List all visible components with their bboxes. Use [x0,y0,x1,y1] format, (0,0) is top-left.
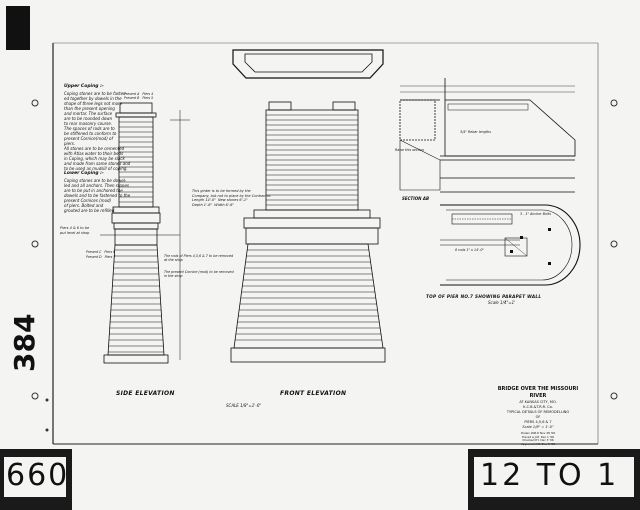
sign-row: Drawn W.B.P. Nov 28 '06 [520,431,556,435]
sign-row: Checked P.Y. Dec 3 '06 [522,438,554,443]
note-dim-label-4: Present D Piers 7 [86,255,116,259]
film-corner-top-left [6,6,30,50]
title-line-1: BRIDGE OVER THE MISSOURI RIVER [497,386,579,399]
note-dim-label-1: Present A Piers 4 [124,92,154,96]
title-line-3: K.C.B.&T.R.R. Co. [523,405,553,409]
note-middle: The rods of Piers 4,5,6 & 7 to be remove… [164,254,234,263]
film-label-left: 660 [6,458,70,493]
title-line-4: TYPICAL DETAILS OF REMODELLING [506,410,570,414]
title-line-2: AT KANSAS CITY, MO. [519,400,557,404]
note-girder: This girder is to be formed by the Compa… [192,189,272,207]
note-plan-4: Raise this section [395,148,424,152]
film-label-right: 12 TO 1 [480,458,620,493]
title-sign-rows: Drawn W.B.P. Nov 28 '06 Traced A.J.M. De… [492,431,584,446]
note-plan-2: 3 - 1" Anchor Bolts [520,212,551,216]
caption-top-plan: TOP OF PIER NO.7 SHOWING PARAPET WALL [426,294,542,299]
note-dim-label-2: Present B Piers 5 [124,96,154,100]
title-line-7: Scale 1/8" = 1'-0" [522,425,554,429]
note-upper-coping-body: Coping stones are to be fasten- ed toget… [64,91,131,171]
sign-row: Traced A.J.M. Dec 1 '06 [521,434,555,439]
title-line-6: PIERS 4,5,6 & 7 [524,420,552,424]
note-plan-3: 8 rods 1" x 14'-0" [455,248,484,252]
caption-top-plan-scale: Scale 1/4"=1' [488,300,516,305]
caption-section-ab: SECTION AB [402,196,430,201]
note-upper-coping-heading: Upper Coping :- [64,84,104,89]
title-line-5: OF [535,415,541,419]
note-lower-coping-body: Coping stones are to be dowel- led and a… [64,178,131,213]
note-dim-label-3: Present C Piers 6 [86,250,116,254]
caption-front-elevation: FRONT ELEVATION [280,390,347,397]
film-label-left-box [4,457,66,497]
note-plan-1: 3/4" Rebar lengths [460,130,491,134]
caption-side-elevation: SIDE ELEVATION [116,390,175,397]
film-label-right-box [474,457,634,497]
note-lower-coping-heading: Lower Coping :- [64,171,104,176]
sign-row: Approved A.R. Dec 5 '06 [521,441,555,446]
title-block: BRIDGE OVER THE MISSOURI RIVER AT KANSAS… [492,386,584,446]
caption-scale: SCALE 1/8"=1'-0" [226,403,262,408]
note-lower-middle: The present Cornice (mod) to be removed … [164,270,234,279]
note-small-left: Piers 4 & 6 to be put level at shop [60,226,90,235]
